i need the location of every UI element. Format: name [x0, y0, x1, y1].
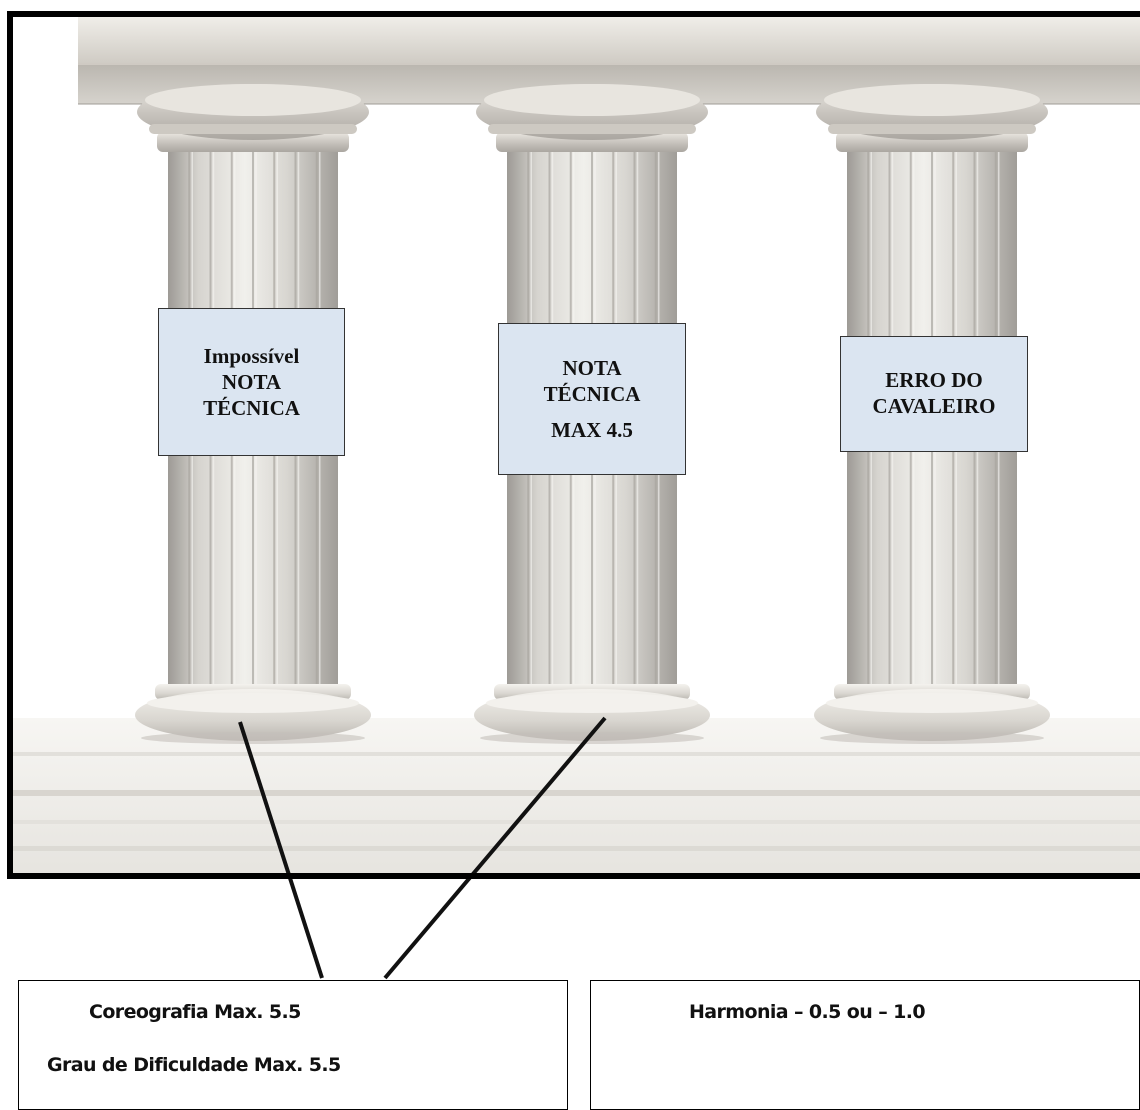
- choreography-max-text: Coreografia Max. 5.5: [89, 1001, 301, 1023]
- pillar-label-technical-impossible: Impossível NOTA TÉCNICA: [158, 308, 345, 456]
- column-capital-top: [145, 84, 361, 116]
- harmony-deduction-text: Harmonia – 0.5 ou – 1.0: [689, 1001, 926, 1023]
- column-capital-top: [824, 84, 1040, 116]
- connector-line-left: [238, 721, 324, 979]
- column-capital-top: [484, 84, 700, 116]
- choreography-difficulty-box: Coreografia Max. 5.5 Grau de Dificuldade…: [18, 980, 568, 1110]
- scene-frame: [7, 11, 1140, 879]
- pillar-label-line: Impossível: [203, 344, 300, 368]
- pillar-label-line: TÉCNICA: [543, 382, 641, 406]
- column-capital-ring: [149, 124, 357, 134]
- pillar-label-line: MAX 4.5: [551, 418, 633, 442]
- pillar-label-line: CAVALEIRO: [872, 394, 996, 418]
- floor-steps: [10, 718, 1140, 876]
- pillar-label-line: NOTA: [221, 370, 282, 394]
- pillar-label-line: NOTA: [562, 356, 622, 380]
- column-base-shadow: [480, 732, 704, 744]
- pillar-label-technical-max: NOTA TÉCNICA MAX 4.5: [498, 323, 686, 475]
- column-base-shadow: [820, 732, 1044, 744]
- column-base-shadow: [141, 732, 365, 744]
- column-base-top: [486, 693, 698, 713]
- difficulty-max-text: Grau de Dificuldade Max. 5.5: [47, 1054, 341, 1076]
- pillar-label-line: TÉCNICA: [203, 396, 300, 420]
- pillar-label-rider-error: ERRO DO CAVALEIRO: [840, 336, 1028, 452]
- pillar-label-line: ERRO DO: [885, 368, 983, 392]
- column-capital-ring: [488, 124, 696, 134]
- column-base-top: [147, 693, 359, 713]
- column-capital-ring: [828, 124, 1036, 134]
- harmony-box: Harmonia – 0.5 ou – 1.0: [590, 980, 1140, 1110]
- column-base-top: [826, 693, 1038, 713]
- connector-line-right: [383, 716, 607, 980]
